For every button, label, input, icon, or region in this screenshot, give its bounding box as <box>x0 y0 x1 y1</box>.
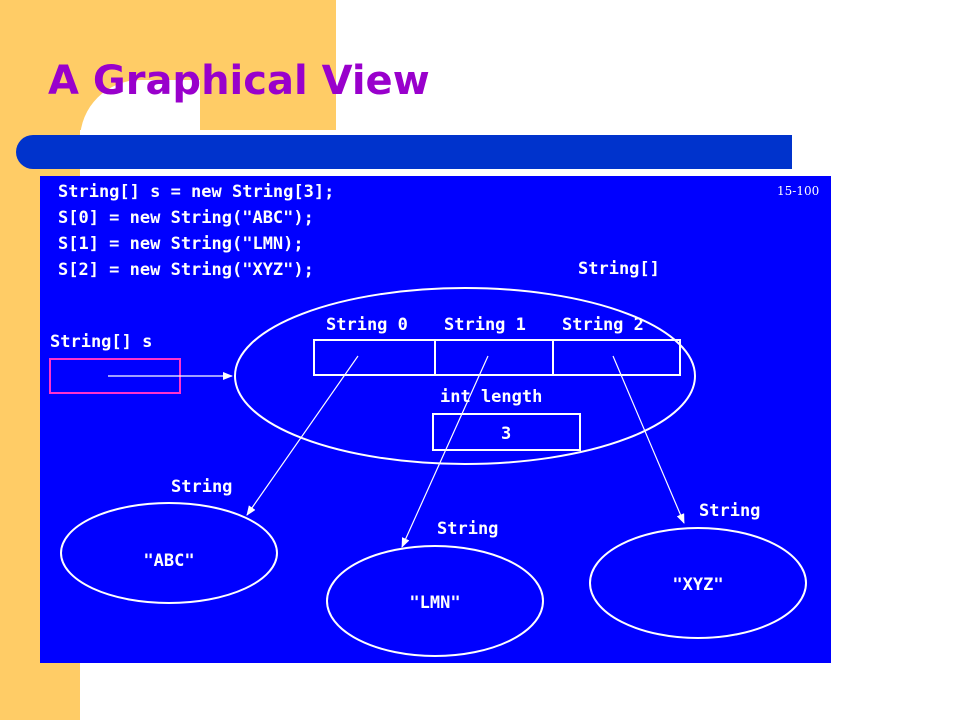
array-type-label: String[] <box>578 259 660 279</box>
code-line: String[] s = new String[3]; <box>58 182 334 202</box>
length-label: int length <box>440 387 542 407</box>
element-label: String 2 <box>562 315 644 335</box>
array-cell <box>552 339 681 376</box>
string-type-label: String <box>699 501 760 521</box>
array-cell <box>434 339 554 376</box>
page-number: 15-100 <box>777 184 819 198</box>
string-value: "LMN" <box>409 593 460 613</box>
array-diagram: String[] s = new String[3]; S[0] = new S… <box>49 182 819 657</box>
string-value: "ABC" <box>143 551 194 571</box>
length-value: 3 <box>501 424 511 444</box>
title-underline-bar <box>16 135 792 169</box>
code-line: S[1] = new String("LMN); <box>58 234 304 254</box>
slide-title: A Graphical View <box>48 58 430 104</box>
length-box <box>432 413 581 451</box>
string-object-ellipse <box>589 527 807 639</box>
string-type-label: String <box>437 519 498 539</box>
code-line: S[2] = new String("XYZ"); <box>58 260 314 280</box>
array-object-ellipse <box>234 287 696 465</box>
array-cell <box>313 339 436 376</box>
element-label: String 0 <box>326 315 408 335</box>
element-arrow <box>401 355 489 548</box>
string-object-ellipse <box>60 502 278 604</box>
string-type-label: String <box>171 477 232 497</box>
string-value: "XYZ" <box>672 575 723 595</box>
element-arrow <box>246 355 359 516</box>
code-line: S[0] = new String("ABC"); <box>58 208 314 228</box>
element-label: String 1 <box>444 315 526 335</box>
element-arrow <box>612 355 685 524</box>
diagram-panel: String[] s = new String[3]; S[0] = new S… <box>40 176 831 663</box>
string-object-ellipse <box>326 545 544 657</box>
variable-label: String[] s <box>50 332 152 352</box>
